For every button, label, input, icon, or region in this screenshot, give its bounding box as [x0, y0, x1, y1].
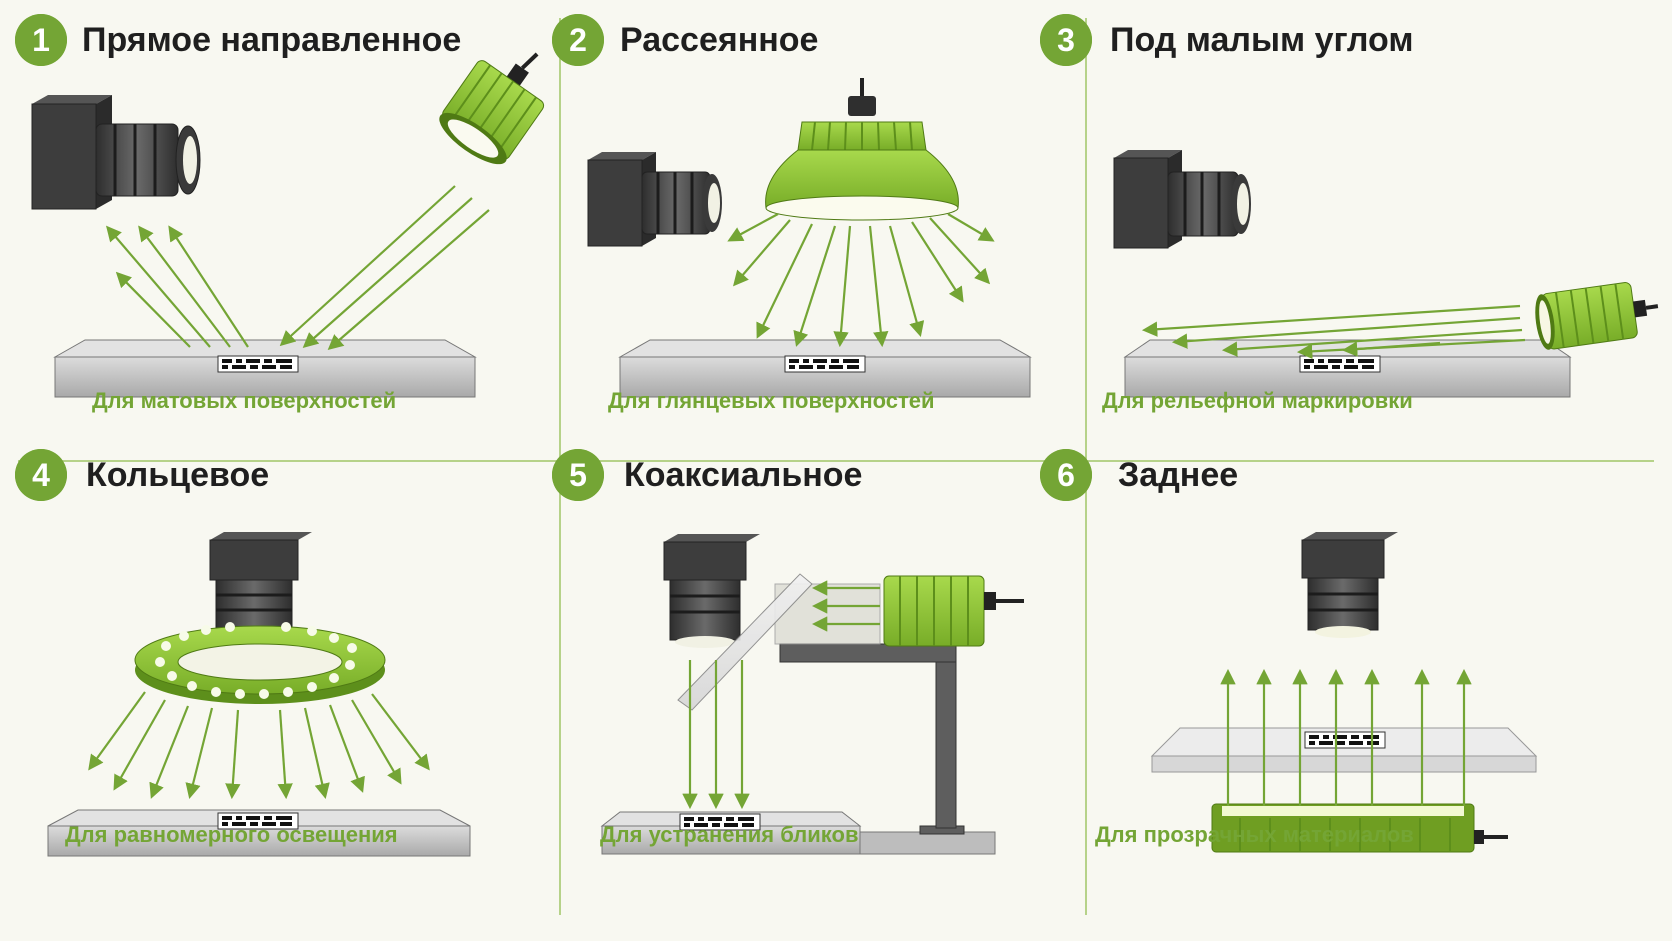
panel-6-number-badge: 6 [1040, 449, 1092, 501]
panel-2-number-badge: 2 [552, 14, 604, 66]
panel-1-number-badge: 1 [15, 14, 67, 66]
spotlight-icon [439, 52, 545, 165]
panel-1-title: Прямое направленное [82, 21, 462, 59]
camera-icon [31, 95, 201, 210]
bar-light-icon [1535, 282, 1659, 350]
dome-light-icon [765, 78, 959, 221]
camera-icon [663, 534, 760, 648]
panel-3-caption: Для рельефной маркировки [1102, 388, 1413, 413]
panel-3-illustration [1113, 150, 1659, 398]
panel-5-caption: Для устранения бликов [600, 822, 859, 847]
panel-4-number-badge: 4 [15, 449, 67, 501]
panel-3-title: Под малым углом [1110, 21, 1414, 59]
panel-6-caption: Для прозрачных материалов [1095, 822, 1414, 847]
camera-icon [1113, 150, 1251, 249]
panel-2-caption: Для глянцевых поверхностей [608, 388, 935, 413]
camera-icon [587, 152, 722, 247]
panel-4-caption: Для равномерного освещения [65, 822, 398, 847]
panel-5-number-badge: 5 [552, 449, 604, 501]
panel-6-title: Заднее [1118, 456, 1239, 494]
coaxial-light-icon [883, 575, 1024, 647]
panel-2-illustration [587, 78, 1032, 398]
stand [779, 643, 965, 835]
camera-icon [1301, 532, 1398, 638]
camera-icon [209, 532, 312, 633]
panel-1-illustration [31, 52, 545, 398]
ring-light-icon [134, 622, 386, 704]
panel-6-illustration [1150, 532, 1538, 853]
panel-4-illustration [47, 532, 471, 857]
panel-5-illustration [600, 534, 1024, 855]
panel-4-title: Кольцевое [86, 456, 270, 494]
backlight-panel-icon [1211, 803, 1508, 853]
panel-3-number-badge: 3 [1040, 14, 1092, 66]
panel-5-title: Коаксиальное [624, 456, 863, 494]
panel-2-title: Рассеянное [620, 21, 819, 59]
panel-1-caption: Для матовых поверхностей [92, 388, 397, 413]
